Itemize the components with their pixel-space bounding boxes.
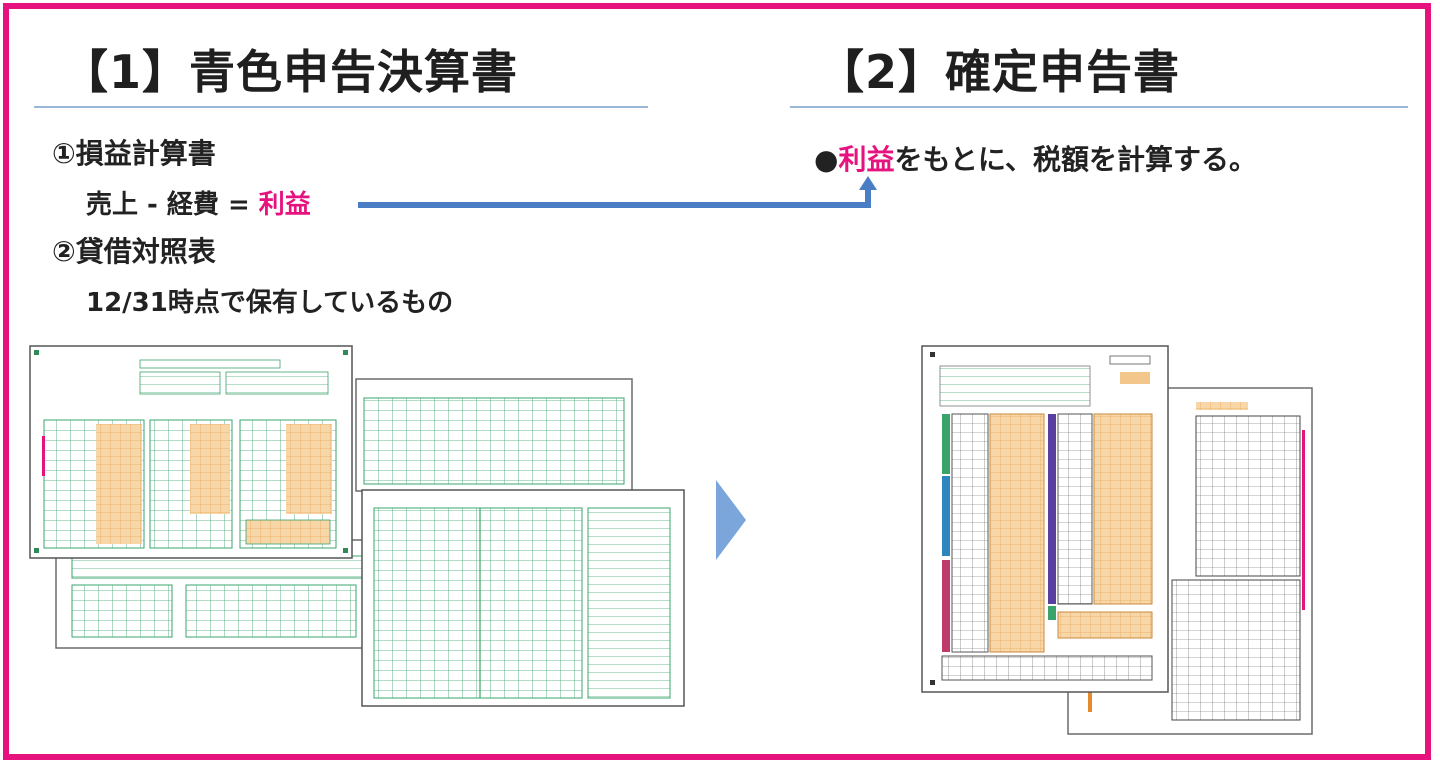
blue-return-forms-illustration (30, 346, 684, 706)
chevron-right-icon (716, 480, 746, 560)
tax-return-forms-illustration (922, 346, 1312, 734)
elbow-arrow-icon (358, 176, 877, 205)
